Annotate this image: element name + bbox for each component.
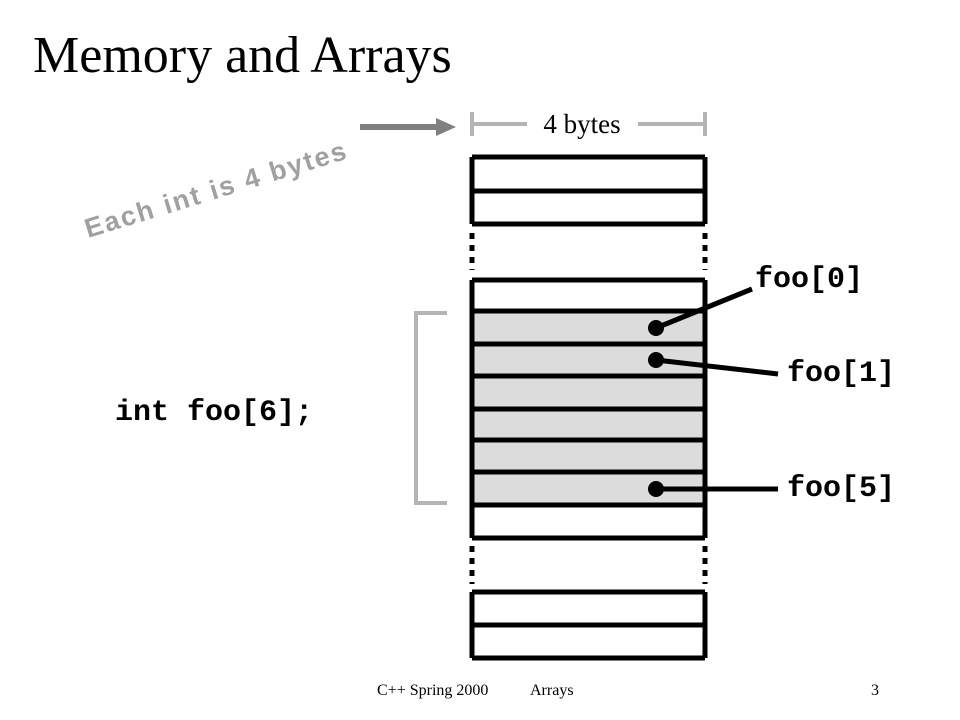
memory-top-block (469, 154, 708, 227)
footer-course: C++ Spring 2000 (377, 682, 489, 699)
footer-page-number: 3 (871, 682, 879, 699)
array-bracket (414, 311, 447, 505)
memory-middle-block (469, 277, 708, 541)
array-declaration: int foo[6]; (115, 396, 314, 430)
label-first-element: foo[0] (755, 263, 864, 297)
int-size-note: Each int is 4 bytes (81, 135, 351, 244)
width-dimension-marker (470, 112, 707, 136)
pointer-first (648, 286, 753, 336)
pointer-second (648, 352, 779, 377)
memory-gap-bottom (469, 546, 708, 584)
pointer-last (648, 481, 778, 497)
label-last-element: foo[5] (787, 472, 896, 506)
width-label: 4 bytes (543, 109, 620, 139)
label-second-element: foo[1] (787, 357, 896, 391)
pointer-arrow (360, 118, 456, 136)
memory-bottom-block (469, 589, 708, 661)
memory-gap-top (469, 233, 708, 270)
footer-topic: Arrays (530, 682, 574, 699)
slide-title: Memory and Arrays (33, 27, 452, 84)
